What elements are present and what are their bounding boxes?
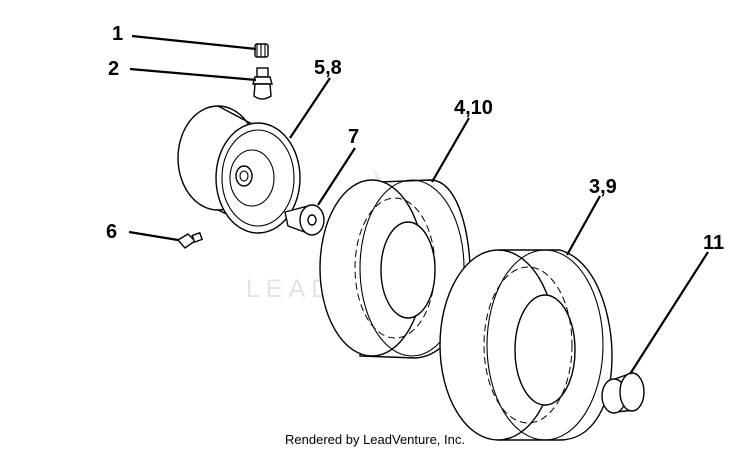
leader-lines <box>128 34 709 375</box>
callout-3-9: 3,9 <box>589 176 617 198</box>
part-fitting <box>176 231 204 249</box>
callout-6: 6 <box>106 221 117 243</box>
part-valve-cap <box>254 43 269 58</box>
callout-7: 7 <box>348 126 359 148</box>
part-bushing <box>284 204 325 236</box>
callout-1: 1 <box>112 23 123 45</box>
callout-4-10: 4,10 <box>454 97 493 119</box>
part-rim <box>177 105 301 234</box>
part-hub-cap <box>601 372 645 414</box>
callout-5-8: 5,8 <box>314 57 342 79</box>
callout-11: 11 <box>703 232 724 254</box>
part-valve-stem <box>252 67 273 100</box>
part-rear-tire <box>439 249 613 441</box>
render-credit: Rendered by LeadVenture, Inc. <box>285 432 465 447</box>
callout-2: 2 <box>108 58 119 80</box>
